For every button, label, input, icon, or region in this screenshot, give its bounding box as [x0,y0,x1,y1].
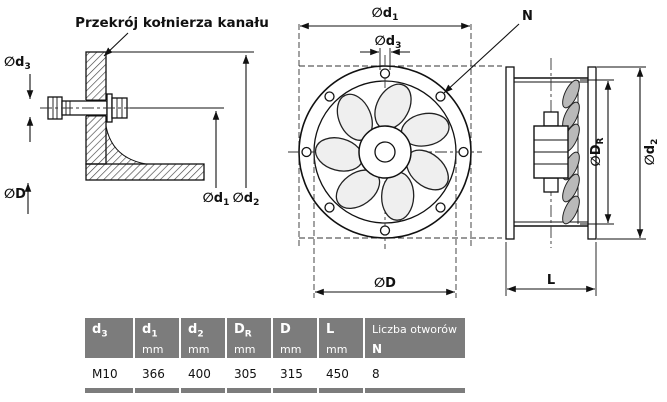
value-L: 450 [326,367,349,381]
label-D-section: ∅D [4,187,26,202]
label-d3-section: ∅d3 [4,55,31,72]
label-D-front: ∅D [374,276,396,291]
value-holes: 8 [372,367,380,381]
value-DR: 305 [234,367,257,381]
table-next-row-strip [85,388,465,393]
table-header-D: D mm [273,318,317,358]
fan-front-view: ∅d1 ∅d3 N ∅D [288,6,533,298]
bolt-holes [301,68,469,236]
table-header-d1: d1 mm [135,318,179,358]
impeller-side [562,79,580,225]
value-D: 315 [280,367,303,381]
label-d2-side: ∅d2 [643,139,660,166]
table-header-DR: DR mm [227,318,271,358]
table-value-row: M10 366 400 305 315 450 8 [85,358,465,386]
label-d2-section: ∅d2 [233,191,260,208]
table-header-d2: d2 mm [181,318,225,358]
section-title: Przekrój kołnierza kanału [75,15,269,31]
flange-cross-section-view: Przekrój kołnierza kanału [4,15,269,214]
dimension-table: d3 d1 mm d2 mm DR mm D mm L mm [85,318,465,393]
fan-side-view: ∅DR ∅d2 L [505,58,660,296]
label-d1-front: ∅d1 [372,6,399,23]
value-d2: 400 [188,367,211,381]
impeller-blades [314,83,450,221]
technical-drawing: Przekrój kołnierza kanału [4,6,660,298]
table-header-d3: d3 [85,318,133,358]
flange-bolt [40,93,138,123]
label-d3-front: ∅d3 [375,34,402,51]
table-header-holes: Liczba otworów N [365,318,465,358]
table-header-L: L mm [319,318,363,358]
label-L-side: L [547,273,555,288]
value-d3: M10 [92,367,118,381]
label-DR-side: ∅DR [589,138,606,167]
table-header-row: d3 d1 mm d2 mm DR mm D mm L mm [85,318,465,358]
label-N: N [522,9,533,24]
value-d1: 366 [142,367,165,381]
label-d1-section: ∅d1 [203,191,230,208]
motor-hub [533,111,569,193]
